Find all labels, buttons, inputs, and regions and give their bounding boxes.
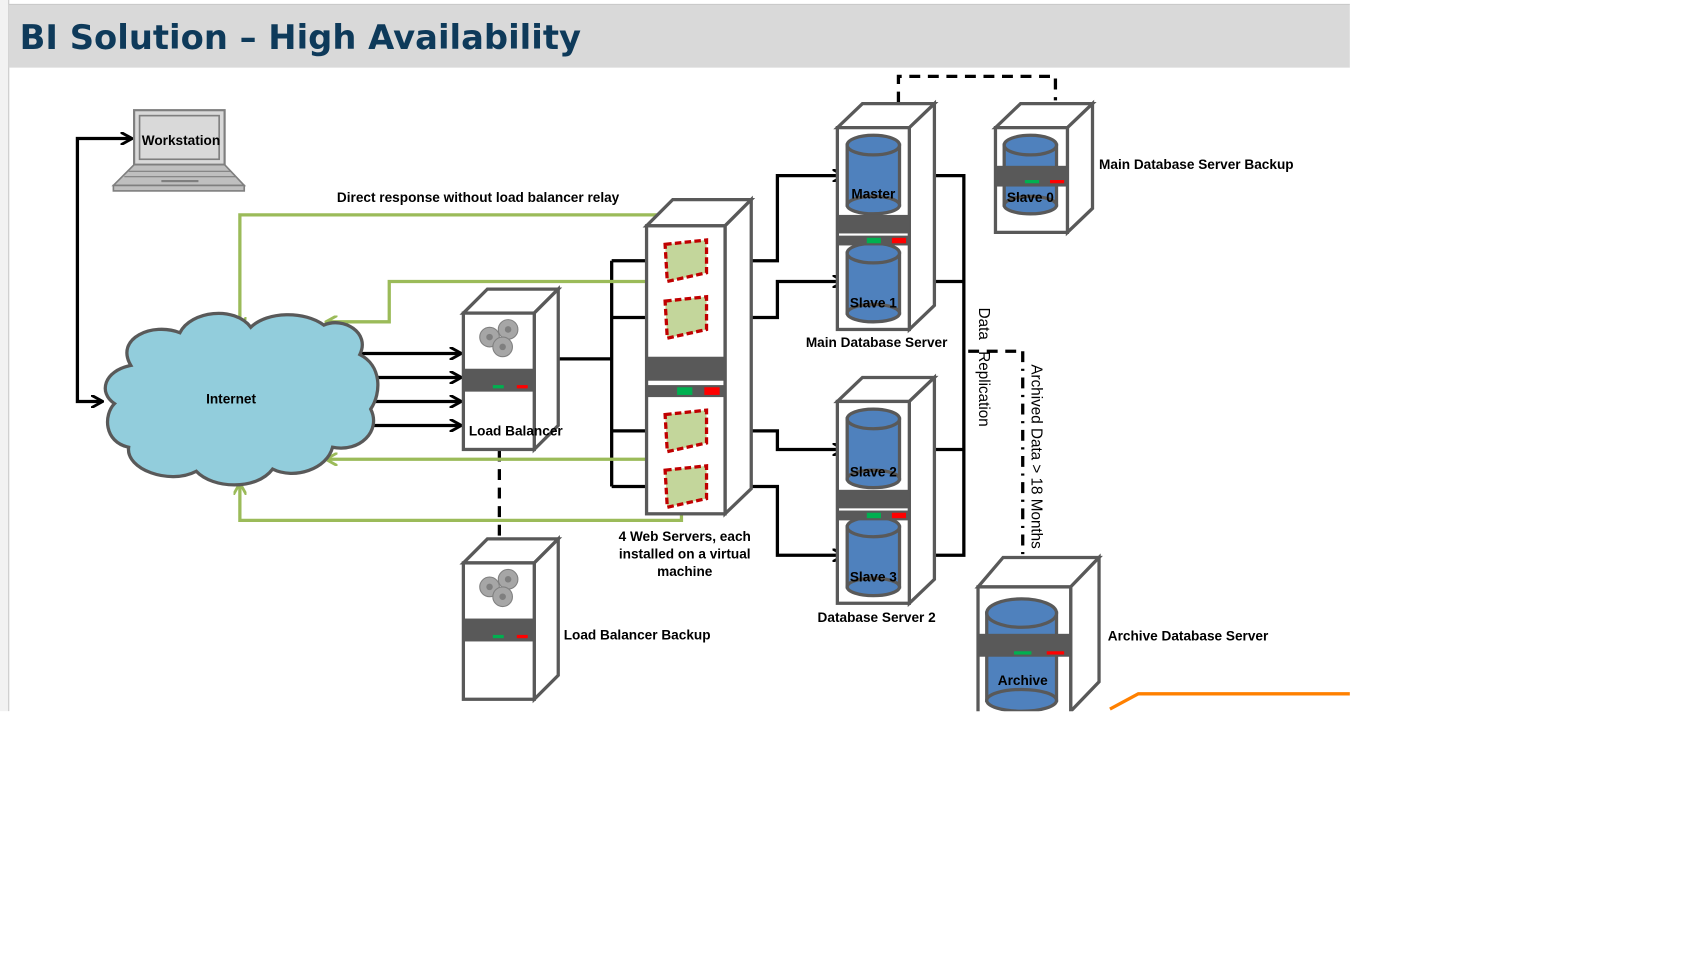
database-icon <box>845 133 902 216</box>
database-icon <box>845 241 902 324</box>
db-label-slave-1: Slave 1 <box>850 296 897 311</box>
db-server-2-label: Database Server 2 <box>818 610 937 625</box>
db-label-archive: Archive <box>998 673 1048 688</box>
main-db-server-label: Main Database Server <box>806 335 948 350</box>
archived-data-label: Archived Data > 18 Months <box>1027 364 1044 549</box>
virtual-machine-icon <box>663 238 709 284</box>
internet-label: Internet <box>206 392 256 407</box>
wire-internet-workstation <box>75 139 130 258</box>
accent-line <box>1109 692 1350 711</box>
internet-cloud[interactable]: Internet <box>103 311 380 487</box>
database-icon <box>845 407 902 490</box>
db-label-slave-3: Slave 3 <box>850 569 897 584</box>
archive-db-server-label: Archive Database Server <box>1108 628 1269 643</box>
load-balancer-label: Load Balancer <box>469 423 564 438</box>
web-servers-label-line-2: installed on a virtual <box>619 547 751 562</box>
database-server-2[interactable]: Slave 2 Slave 3 Database Server 2 <box>818 373 939 625</box>
db-label-master: Master <box>851 187 896 202</box>
wire-workstation-internet <box>75 257 101 401</box>
workstation[interactable]: Workstation <box>111 109 247 192</box>
main-database-server[interactable]: Master Slave 1 Main Database Server <box>806 99 948 350</box>
direct-response-label: Direct response without load balancer re… <box>337 190 620 205</box>
main-database-server-backup[interactable]: Slave 0 Main Database Server Backup <box>991 99 1294 237</box>
wire-master-backup <box>896 74 1058 103</box>
load-balancer-backup[interactable]: Load Balancer Backup <box>459 534 711 704</box>
data-replication-label-2: Replication <box>975 351 992 426</box>
virtual-machine-icon <box>663 408 709 454</box>
web-servers[interactable]: 4 Web Servers, each installed on a virtu… <box>619 195 756 579</box>
header-bar <box>8 4 1350 68</box>
cloud-icon <box>103 311 380 487</box>
load-balancer-backup-label: Load Balancer Backup <box>564 627 711 642</box>
virtual-machine-icon <box>663 464 709 510</box>
db-label-slave-2: Slave 2 <box>850 465 897 480</box>
virtual-machine-icon <box>663 294 709 341</box>
db-label-slave-0: Slave 0 <box>1007 190 1054 205</box>
load-balancer[interactable]: Load Balancer <box>459 285 564 454</box>
slide-title: BI Solution – High Availability <box>20 18 581 57</box>
web-servers-label-line-1: 4 Web Servers, each <box>619 529 751 544</box>
database-icon <box>845 515 902 598</box>
data-replication-label-1: Data <box>975 308 992 341</box>
web-servers-label-line-3: machine <box>657 564 713 579</box>
archive-database-server[interactable]: Archive Archive Database Server <box>974 553 1269 731</box>
main-db-backup-label: Main Database Server Backup <box>1099 157 1294 172</box>
workstation-label: Workstation <box>142 133 220 148</box>
left-margin <box>0 0 9 712</box>
